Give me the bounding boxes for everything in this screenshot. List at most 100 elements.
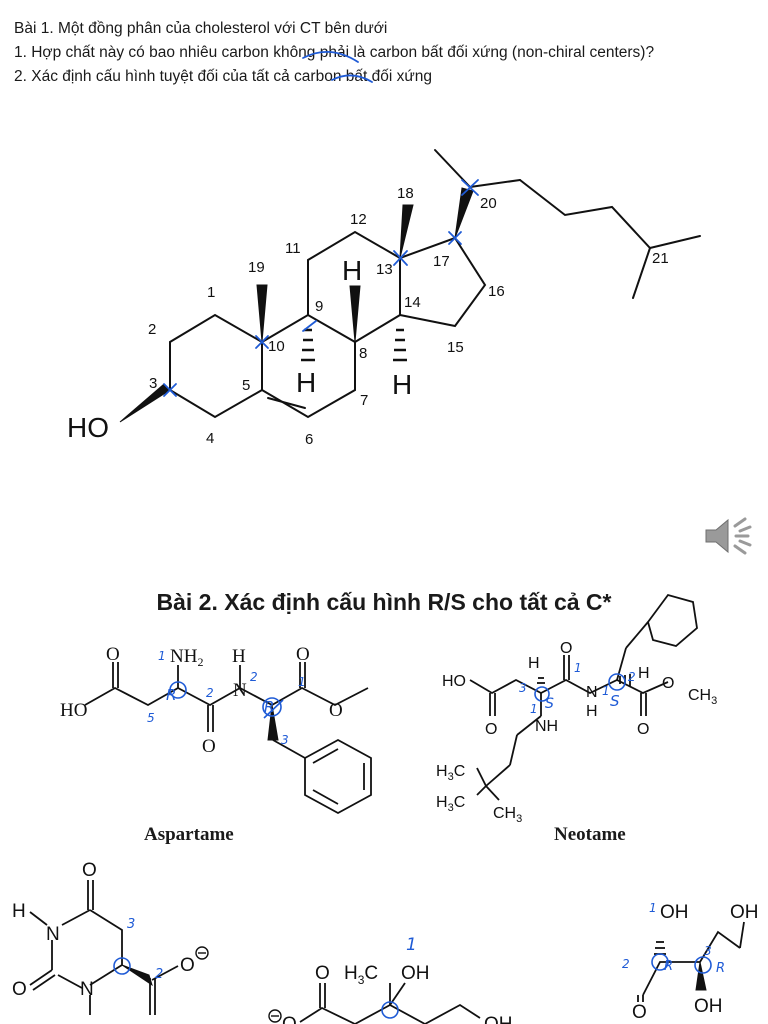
neotame-h3c-1: H3C [436, 763, 465, 783]
neotame-priority-2b: 2 [628, 670, 636, 684]
dihydroorotate-carboxylate: O [180, 955, 195, 976]
aspartame-amine: NH2 [170, 646, 203, 669]
dihydroorotate-labels: O H N O N O [12, 860, 195, 1000]
dihydroorotate-priority-3: 3 [127, 917, 135, 932]
cholesterol-handwritten-marks [163, 51, 479, 397]
neotame-amide-n: N [586, 684, 598, 701]
carbon-number-19: 19 [248, 259, 265, 276]
carbon-number-16: 16 [488, 283, 505, 300]
neotame-amine: NH [535, 718, 558, 735]
dihydroorotate-oxygen-1: O [82, 860, 97, 881]
threose-labels: OH OH O OH [632, 902, 759, 1023]
neotame-handwritten: 1 3 1 S 1 S 2 [519, 661, 636, 716]
carbon-number-11: 11 [285, 240, 301, 257]
neotame-priority-1-low: 1 [530, 702, 538, 716]
aspartame-priority-1b: 1 [298, 675, 306, 689]
carbon-number-12: 12 [350, 211, 367, 228]
threose-structure [637, 921, 745, 1002]
carbon-number-21: 21 [652, 250, 669, 267]
aspartame-oxygen-2: O [202, 736, 216, 757]
hydrogen-label-9: H [296, 367, 316, 398]
mevalonate-terminal-oh: OH [484, 1014, 513, 1024]
neotame-amide-h: H [586, 703, 598, 720]
cholesterol-stereo-bonds [119, 187, 474, 423]
neotame-ester-oxygen: O [662, 675, 674, 692]
carbon-number-18: 18 [397, 185, 414, 202]
threose-aldehyde-oxygen: O [632, 1002, 647, 1023]
neotame-hydrogen-1: H [528, 655, 540, 672]
cholesterol-labels: HO H H H 1 2 3 4 5 6 7 8 9 10 11 12 13 1… [67, 185, 669, 448]
threose-priority-1: 1 [649, 901, 657, 915]
carbon-number-5: 5 [242, 377, 250, 394]
neotame-oxygen-2: O [560, 640, 572, 657]
aspartame-priority-2b: 2 [250, 670, 258, 684]
carbon-number-3: 3 [149, 375, 157, 392]
dihydroorotate-n1: N [80, 979, 94, 1000]
carbon-number-17: 17 [433, 253, 450, 270]
neotame-methyl: CH3 [688, 687, 717, 707]
mevalonate-minus-charge [268, 1009, 282, 1023]
neotame-hydroxyl: HO [442, 673, 466, 690]
aspartame-oxygen-4: O [329, 700, 343, 721]
dihydroorotate-oxygen-2: O [12, 979, 27, 1000]
aspartame-priority-5: 5 [147, 711, 155, 725]
speaker-icon[interactable] [700, 510, 756, 562]
aspartame-priority-2a: 2 [206, 686, 214, 700]
mevalonate-hydroxyl: OH [401, 963, 430, 984]
exercise-1-question-2: 2. Xác định cấu hình tuyệt đối của tất c… [14, 68, 432, 85]
aspartame-oxygen-3: O [296, 644, 310, 665]
dihydroorotate-handwritten: 3 2 [127, 917, 163, 982]
aspartame-labels: O HO NH2 O H N O O [60, 644, 343, 757]
aspartame-config-r2: R [264, 698, 274, 716]
speaker-icon-graphic [705, 517, 752, 555]
threose-config-r1: R [664, 959, 673, 974]
neotame-config-s1: S [545, 696, 554, 712]
dihydroorotate-priority-2: 2 [155, 967, 163, 982]
carbon-number-13: 13 [376, 261, 393, 278]
carbon-number-4: 4 [206, 430, 214, 447]
aspartame-name: Aspartame [144, 824, 234, 845]
neotame-labels: HO O H O N H NH H O CH3 O H3C H3C CH3 [436, 640, 717, 825]
threose-priority-3: 3 [704, 944, 712, 958]
hydroxyl-label: HO [67, 412, 109, 443]
carbon-number-2: 2 [148, 321, 156, 338]
neotame-priority-1a: 1 [574, 661, 582, 675]
dihydroorotate-h: H [12, 901, 26, 922]
aspartame-hydroxyl: HO [60, 700, 87, 721]
threose-priority-2: 2 [622, 957, 630, 971]
carbon-number-20: 20 [480, 195, 497, 212]
hydrogen-label-14: H [392, 369, 412, 400]
neotame-oxygen-3: O [637, 721, 649, 738]
carbon-number-14: 14 [404, 294, 421, 311]
dihydroorotate-minus-charge [195, 946, 209, 960]
mevalonate-methyl: H3C [344, 963, 378, 987]
mevalonate-priority-1: 1 [406, 935, 417, 955]
neotame-priority-3a: 3 [519, 681, 527, 695]
mevalonate-labels: O H3C OH OH O [282, 963, 513, 1024]
mevalonate-oxygen: O [315, 963, 330, 984]
aspartame-structure [84, 662, 372, 815]
aspartame-oxygen-1: O [106, 644, 120, 665]
threose-hydroxyl-3: OH [694, 996, 723, 1017]
neotame-ch3: CH3 [493, 805, 522, 825]
dihydroorotate-structure [29, 880, 179, 1015]
aspartame-amide-n: N [233, 680, 247, 701]
threose-hydroxyl-1: OH [660, 902, 689, 923]
neotame-config-s2: S [610, 692, 620, 710]
neotame-oxygen-1: O [485, 721, 497, 738]
threose-hydroxyl-2: OH [730, 902, 759, 923]
neotame-hydrogen-2: H [638, 665, 650, 682]
carbon-number-6: 6 [305, 431, 313, 448]
threose-handwritten: 1 2 3 R R [622, 901, 725, 976]
neotame-structure [469, 593, 698, 801]
carbon-number-7: 7 [360, 392, 368, 409]
aspartame-amide-h: H [232, 646, 246, 667]
carbon-number-15: 15 [447, 339, 464, 356]
neotame-priority-1b: 1 [602, 684, 610, 698]
carbon-number-9: 9 [315, 298, 323, 315]
dihydroorotate-n3: N [46, 924, 60, 945]
aspartame-priority-3b: 3 [281, 733, 289, 747]
carbon-number-1: 1 [207, 284, 215, 301]
carbon-number-10: 10 [268, 338, 285, 355]
